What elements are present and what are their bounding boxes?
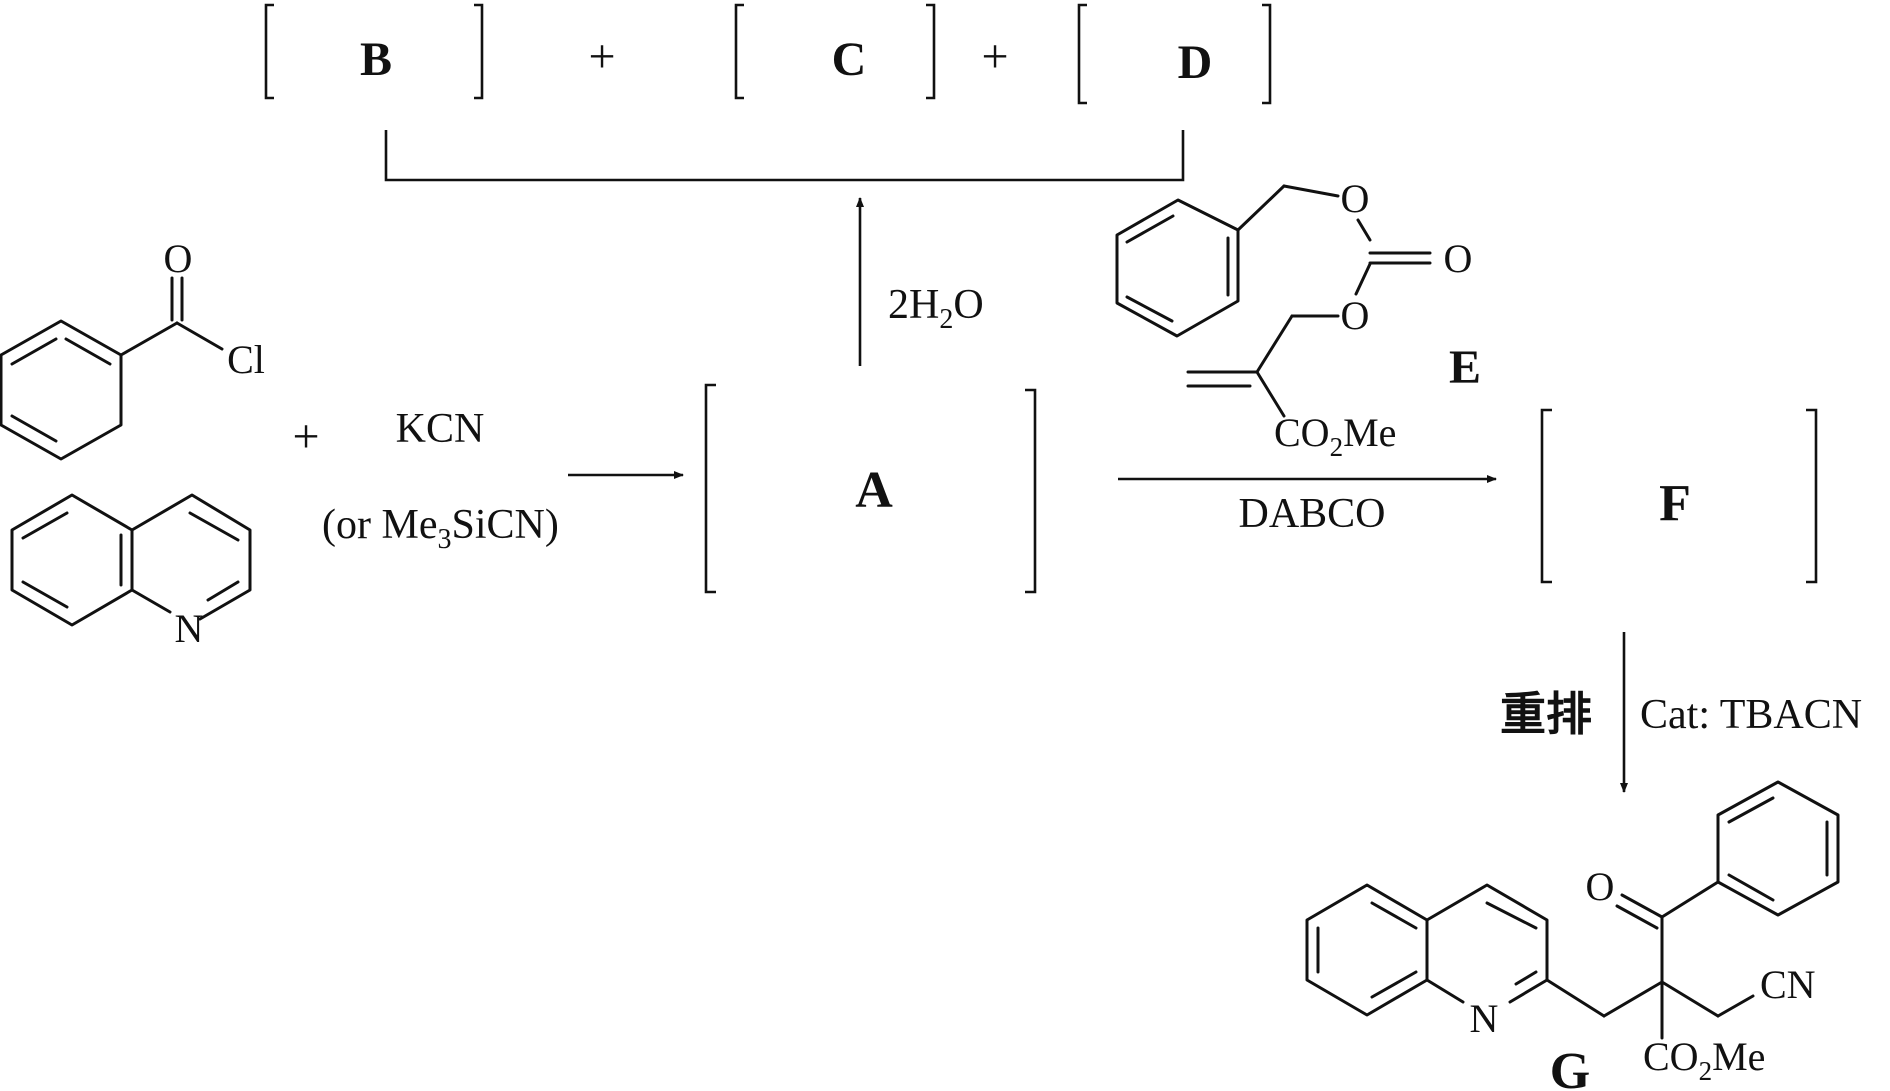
- alternative-cyanide-reagent: (or Me3SiCN): [322, 502, 559, 555]
- bracket-A: [704, 383, 1037, 594]
- bracket-F: [1540, 408, 1818, 584]
- plus-sign: +: [292, 410, 319, 463]
- compound-C-label: C: [832, 33, 867, 86]
- water-reagent: 2H2O: [888, 282, 984, 335]
- atom-label-O: O: [164, 236, 193, 281]
- plus-sign: +: [981, 30, 1008, 83]
- compound-F-label: F: [1659, 475, 1691, 532]
- compound-B-label: B: [360, 33, 392, 86]
- benzoyl-chloride-structure: [0, 276, 224, 461]
- atom-label-O: O: [1341, 176, 1370, 221]
- ester-group: CO2Me: [1274, 410, 1396, 462]
- quinoline-structure: [10, 493, 252, 627]
- atom-label-N: N: [1470, 996, 1499, 1041]
- atom-label-N: N: [175, 606, 204, 651]
- bracket-D: [1077, 3, 1272, 105]
- compound-G-label: G: [1550, 1043, 1590, 1091]
- atom-label-O: O: [1341, 293, 1370, 338]
- base-reagent: DABCO: [1238, 491, 1385, 537]
- rearrangement-label: 重排: [1500, 687, 1592, 741]
- compound-A-label: A: [855, 462, 893, 519]
- nitrile-group: CN: [1760, 962, 1816, 1007]
- bracket-B: [264, 3, 484, 100]
- compound-E-label: E: [1449, 341, 1481, 394]
- compound-G-structure: [1305, 780, 1840, 1040]
- compound-E-structure: [1115, 184, 1432, 418]
- atom-label-O: O: [1586, 864, 1615, 909]
- plus-sign: +: [588, 30, 615, 83]
- atom-label-O: O: [1444, 236, 1473, 281]
- product-collector-line: [384, 130, 1185, 182]
- cyanide-reagent: KCN: [396, 406, 485, 452]
- ester-group: CO2Me: [1643, 1034, 1765, 1086]
- atom-label-Cl: Cl: [227, 337, 265, 382]
- bracket-C: [734, 3, 936, 100]
- compound-D-label: D: [1178, 36, 1213, 89]
- catalyst-label: Cat: TBACN: [1640, 692, 1862, 738]
